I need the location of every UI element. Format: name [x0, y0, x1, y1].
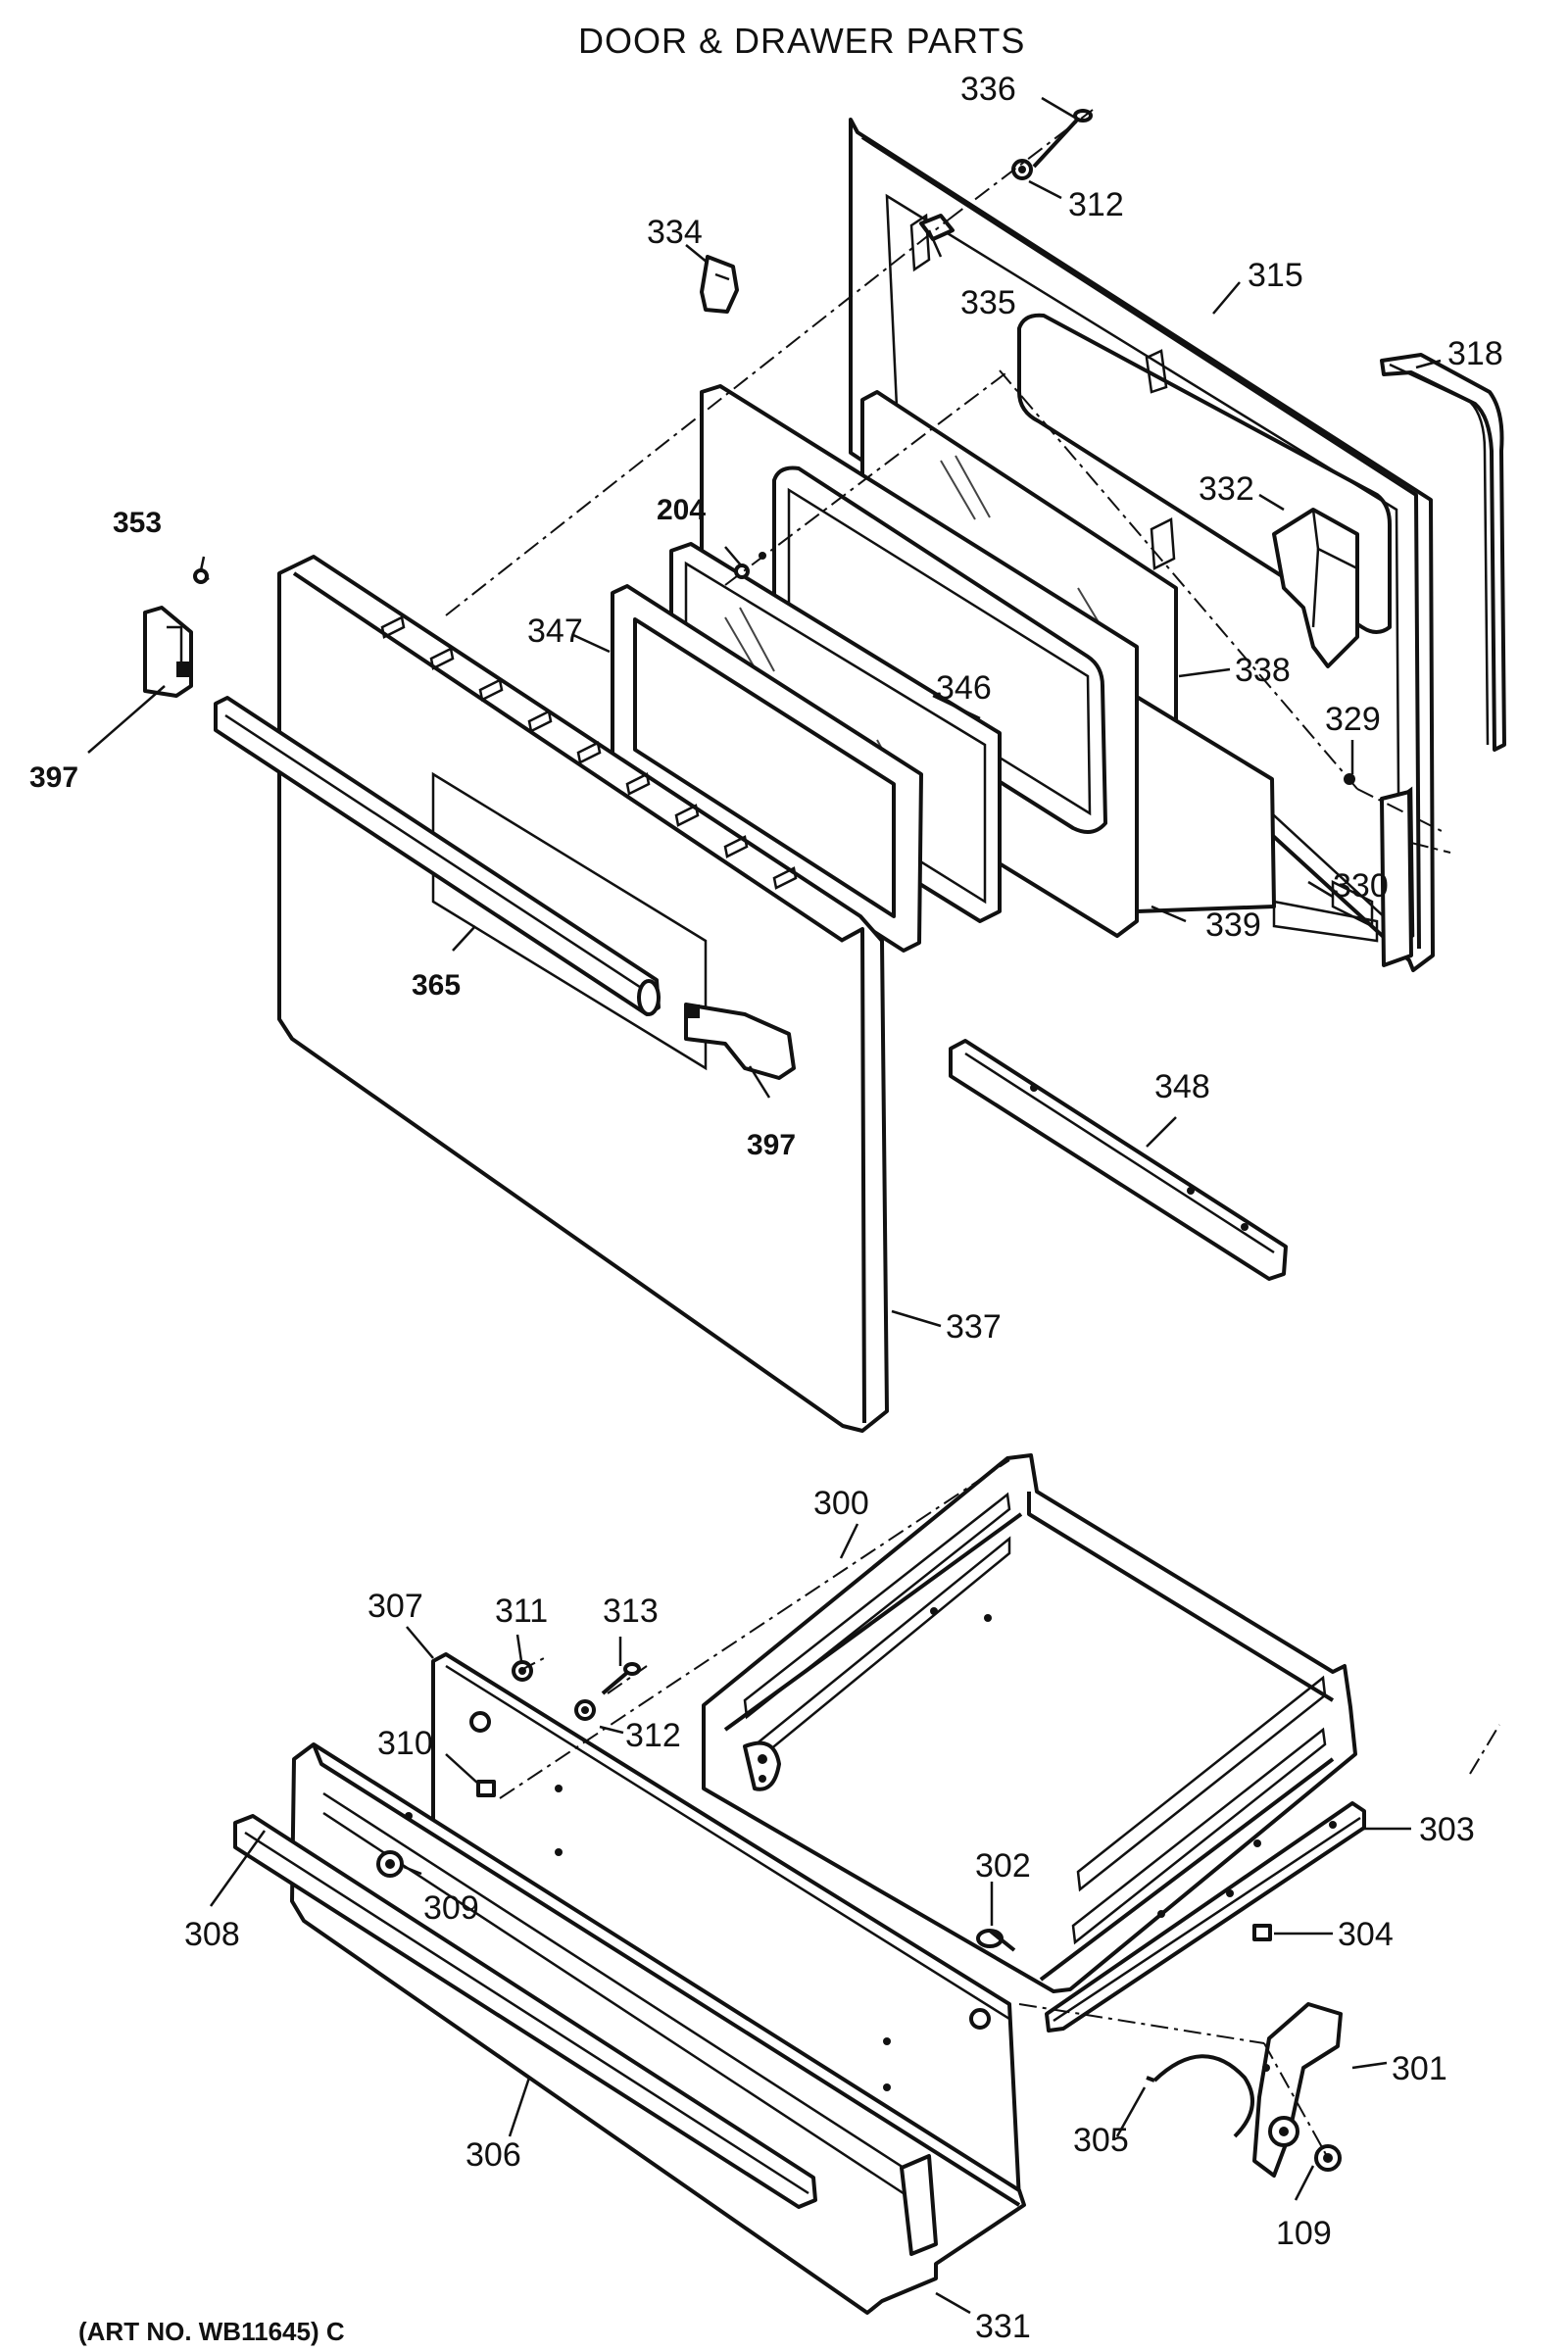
nut-109 [1314, 2144, 1342, 2172]
label-312-bottom: 312 [625, 1717, 681, 1754]
label-301: 301 [1392, 2050, 1447, 2087]
nut-311 [512, 1660, 533, 1682]
outer-door-panel[interactable] [277, 555, 889, 1433]
label-309: 309 [423, 1889, 479, 1927]
clip-310 [476, 1780, 496, 1797]
insulation-block [1272, 508, 1359, 668]
label-312-top: 312 [1068, 186, 1124, 223]
drawer-alignment-lines [499, 1459, 1500, 2159]
alignment-lines [445, 109, 1451, 854]
handle-end-cap-left[interactable] [143, 606, 193, 698]
screw-336 [1032, 109, 1093, 169]
handle-end-cap-right[interactable] [684, 1003, 796, 1080]
label-330: 330 [1333, 867, 1389, 905]
label-365: 365 [412, 969, 461, 1002]
door-bottom-channel[interactable] [949, 1039, 1288, 1281]
label-346: 346 [936, 669, 992, 707]
drawer-body[interactable] [702, 1453, 1357, 1993]
art-number: (ART NO. WB11645) C [78, 2317, 345, 2346]
washer-312-bottom [574, 1699, 596, 1721]
door-gasket [1380, 353, 1506, 752]
label-353: 353 [113, 507, 162, 539]
label-329: 329 [1325, 701, 1381, 738]
label-339: 339 [1205, 906, 1261, 944]
label-204: 204 [657, 494, 706, 526]
part-labels: 336 312 334 335 315 318 353 204 332 347 … [29, 71, 1503, 2345]
label-337: 337 [946, 1308, 1002, 1346]
label-347: 347 [527, 612, 583, 650]
label-305: 305 [1073, 2122, 1129, 2159]
drawer-bracket[interactable] [1252, 2002, 1343, 2178]
label-338: 338 [1235, 652, 1291, 689]
label-304: 304 [1338, 1916, 1394, 1953]
label-334: 334 [647, 214, 703, 251]
label-331: 331 [975, 2308, 1031, 2345]
label-300: 300 [813, 1485, 869, 1522]
roller-302 [976, 1929, 1016, 1952]
label-332: 332 [1199, 470, 1254, 508]
door-handle[interactable] [214, 696, 661, 1016]
label-397-right: 397 [747, 1129, 796, 1161]
label-336: 336 [960, 71, 1016, 108]
clip-334 [700, 255, 739, 314]
hinge-330 [1272, 790, 1413, 967]
label-397-left: 397 [29, 761, 78, 794]
label-303: 303 [1419, 1811, 1475, 1848]
label-302: 302 [975, 1847, 1031, 1885]
end-cap-331 [900, 2154, 938, 2256]
label-311: 311 [495, 1592, 548, 1630]
label-315: 315 [1248, 257, 1303, 294]
label-310: 310 [377, 1725, 433, 1762]
label-109: 109 [1276, 2215, 1332, 2252]
label-348: 348 [1154, 1068, 1210, 1105]
label-313: 313 [603, 1592, 659, 1630]
clip-spring [1146, 2054, 1254, 2138]
bumper-304 [1252, 1924, 1272, 1941]
door-inner-liner [849, 118, 1435, 972]
label-308: 308 [184, 1916, 240, 1953]
screw-353 [193, 568, 210, 584]
drawer-handle[interactable] [233, 1814, 817, 2209]
label-306: 306 [466, 2136, 521, 2174]
screw-313 [601, 1662, 641, 1695]
diagram-title: DOOR & DRAWER PARTS [578, 21, 1025, 61]
label-335: 335 [960, 284, 1016, 321]
leader-lines [87, 96, 1442, 2315]
label-307: 307 [368, 1588, 423, 1625]
label-318: 318 [1447, 335, 1503, 372]
drawer-front-panel[interactable] [290, 1742, 1026, 2315]
